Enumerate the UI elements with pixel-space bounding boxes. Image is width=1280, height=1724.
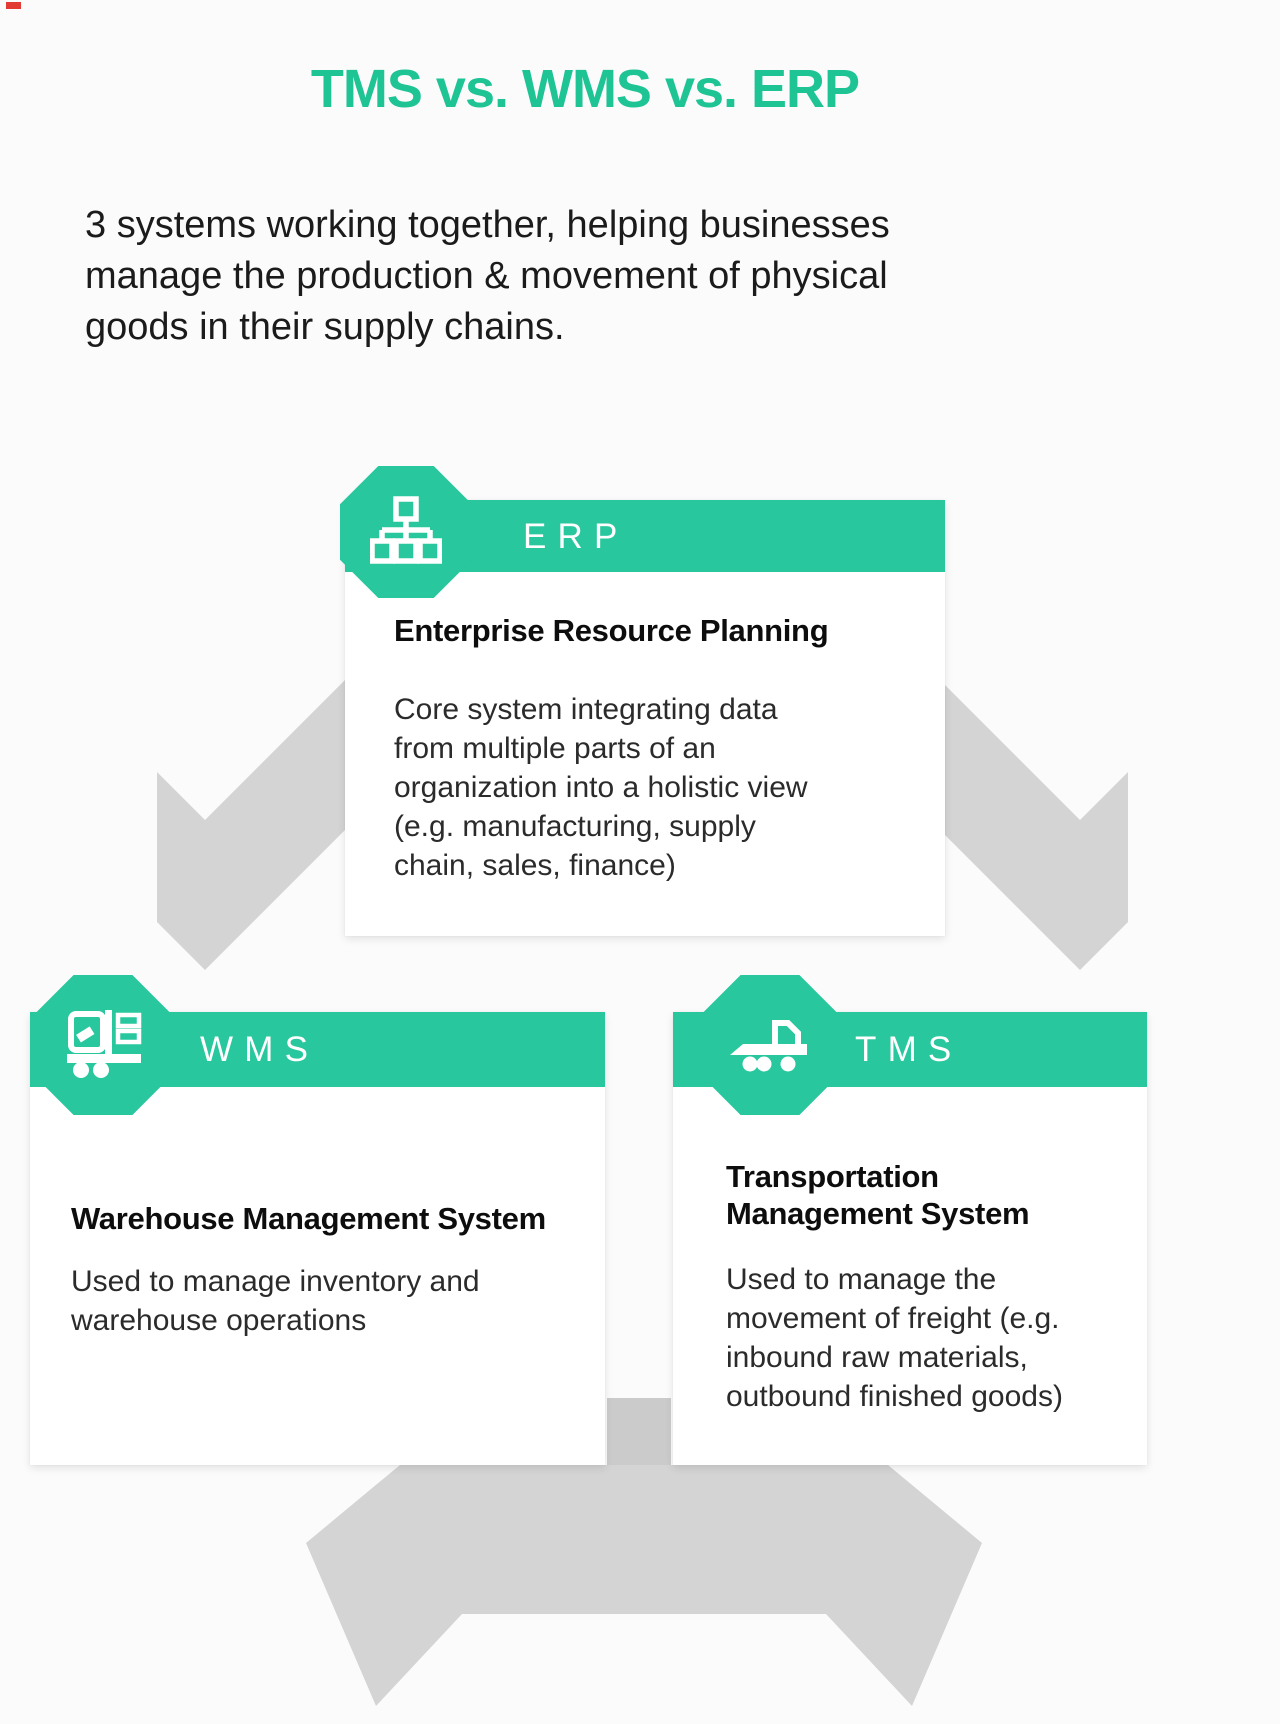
erp-abbr-label: ERP (523, 516, 629, 556)
arrow-center-stem (607, 1398, 671, 1468)
wms-description: Used to manage inventory and warehouse o… (71, 1265, 480, 1337)
org-chart-icon (370, 496, 442, 564)
erp-badge (340, 466, 472, 598)
wms-title: Warehouse Management System (71, 1201, 546, 1236)
arrow-wms-tms-double (306, 1465, 982, 1706)
erp-description: Core system integrating data from multip… (394, 693, 808, 882)
erp-card: ERP Enterprise Resource Planning Core sy… (340, 466, 945, 936)
erp-title: Enterprise Resource Planning (394, 613, 829, 648)
tms-abbr-label: TMS (855, 1030, 963, 1069)
wms-card: WMS Warehouse Management System Used to … (30, 975, 605, 1465)
screen-artifact-red-mark (6, 2, 21, 9)
tms-title: Transportation Management System (726, 1159, 1030, 1231)
page-subtitle: 3 systems working together, helping busi… (85, 204, 890, 348)
page-title: TMS vs. WMS vs. ERP (310, 59, 860, 119)
forklift-icon (67, 1010, 142, 1078)
tms-card: TMS Transportation Management System Use… (673, 975, 1147, 1465)
tms-badge (700, 975, 840, 1115)
tms-description: Used to manage the movement of freight (… (726, 1263, 1063, 1413)
truck-icon (730, 1020, 807, 1072)
wms-badge (33, 975, 173, 1115)
wms-abbr-label: WMS (200, 1030, 320, 1069)
